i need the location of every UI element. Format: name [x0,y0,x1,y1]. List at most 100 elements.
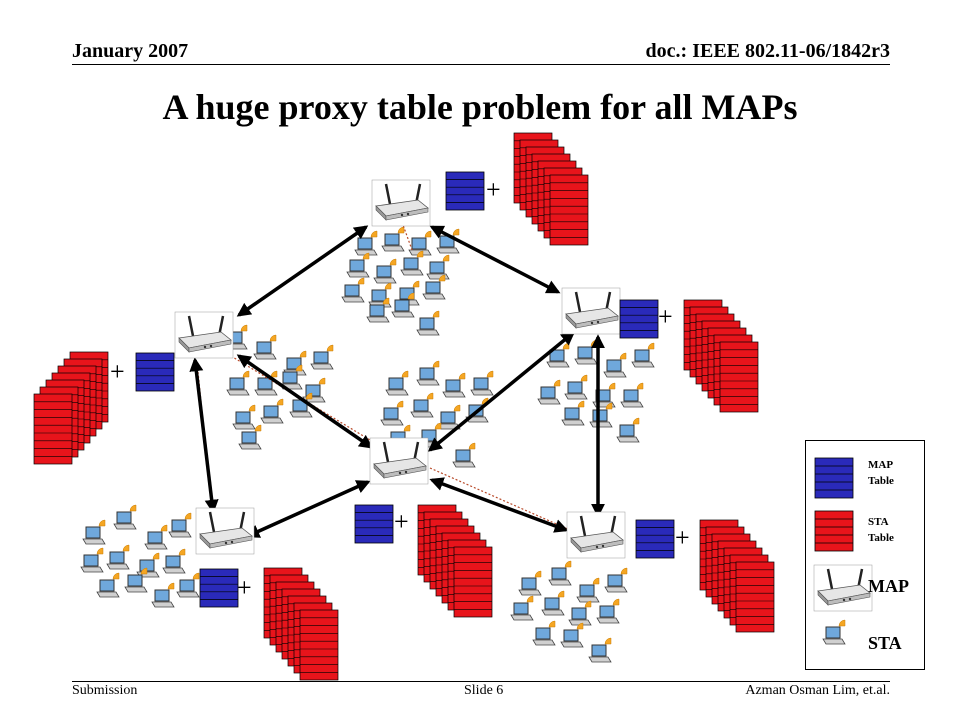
wireless-signal-icon [548,620,556,628]
footer-rule [72,681,890,682]
wireless-signal-icon [152,552,160,560]
wireless-signal-icon [557,590,565,598]
plus-sign: + [486,175,501,204]
router-icon [561,287,621,335]
legend-sta-label: STA [868,633,902,653]
laptop-icon [373,258,397,284]
wireless-signal-icon [112,572,120,580]
wireless-signal-icon [122,544,130,552]
wireless-signal-icon [382,297,390,305]
wireless-signal-icon [632,417,640,425]
laptop-icon [260,398,284,424]
map-table-icon [445,171,485,211]
wireless-signal-icon [434,422,442,430]
laptop-icon [136,552,160,578]
sta-cluster [341,226,460,336]
wireless-signal-icon [167,582,175,590]
map-table-icon [619,299,659,339]
wireless-signal-icon [458,372,466,380]
laptop-icon [346,252,370,278]
wireless-signal-icon [564,560,572,568]
wireless-signal-icon [254,424,262,432]
wireless-signal-icon [553,379,561,387]
router-icon [371,179,431,227]
router-icon [813,564,873,612]
sta-table-icon [814,510,854,552]
laptop-icon [442,372,466,398]
wireless-signal-icon [619,352,627,360]
wireless-signal-icon [370,230,378,238]
laptop-icon [470,370,494,396]
wireless-signal-icon [562,342,570,350]
link-arrow [429,477,569,533]
wireless-signal-icon [486,370,494,378]
footer-authors: Azman Osman Lim, et.al. [745,683,890,698]
laptop-icon [400,250,424,276]
wireless-signal-icon [577,400,585,408]
wireless-signal-icon [98,519,106,527]
laptop-icon [574,339,598,365]
map-table-icon [814,457,854,499]
wireless-signal-icon [397,226,405,234]
wireless-signal-icon [412,280,420,288]
laptop-icon [354,230,378,256]
router-icon [174,311,234,359]
laptop-icon [124,567,148,593]
wireless-signal-icon [140,567,148,575]
wireless-signal-icon [357,277,365,285]
plus-sign: + [237,573,252,602]
legend-sta-table-label-2: Table [868,532,894,544]
legend-map-table-label-2: Table [868,475,894,487]
laptop-icon [176,572,200,598]
laptop-icon [631,342,655,368]
router-icon [369,437,429,485]
laptop-icon [561,400,585,426]
laptop-icon [151,582,175,608]
router-icon [195,507,255,555]
laptop-icon [144,524,168,550]
wireless-signal-icon [384,282,392,290]
router-icon [813,564,873,612]
sta-table-icon [263,567,339,681]
wireless-signal-icon [424,230,432,238]
legend-graphics [813,457,873,645]
wireless-signal-icon [270,370,278,378]
footer-submission: Submission [72,683,138,698]
header-date: January 2007 [72,40,189,62]
legend-map-table-label-1: MAP [868,459,894,471]
legend-sta-table-label-1: STA [868,516,889,528]
laptop-icon [603,352,627,378]
wireless-signal-icon [576,622,584,630]
header-rule [72,64,890,65]
link-arrow [236,354,374,449]
laptop-icon [366,297,390,323]
laptop-icon [604,567,628,593]
wireless-signal-icon [299,350,307,358]
laptop-icon [548,560,572,586]
router-icon [566,511,626,559]
wireless-signal-icon [838,619,846,627]
laptop-icon [596,598,620,624]
laptop-icon [510,595,534,621]
wireless-signal-icon [129,504,137,512]
wireless-signal-icon [242,370,250,378]
map-table-icon [635,519,675,559]
wireless-signal-icon [432,360,440,368]
laptop-icon [380,400,404,426]
wireless-signal-icon [96,547,104,555]
wireless-signal-icon [403,424,411,432]
sta-cluster [224,324,334,450]
laptop-icon [541,590,565,616]
wireless-signal-icon [605,402,613,410]
legend: MAP Table STA Table MAP STA [805,440,925,670]
wireless-signal-icon [604,637,612,645]
wireless-signal-icon [192,572,200,580]
laptop-icon [408,230,432,256]
wireless-signal-icon [240,324,248,332]
wireless-signal-icon [453,404,461,412]
laptop-icon [283,350,307,376]
laptop-icon [381,226,405,252]
wireless-signal-icon [647,342,655,350]
wireless-signal-icon [452,228,460,236]
wireless-signal-icon [318,377,326,385]
